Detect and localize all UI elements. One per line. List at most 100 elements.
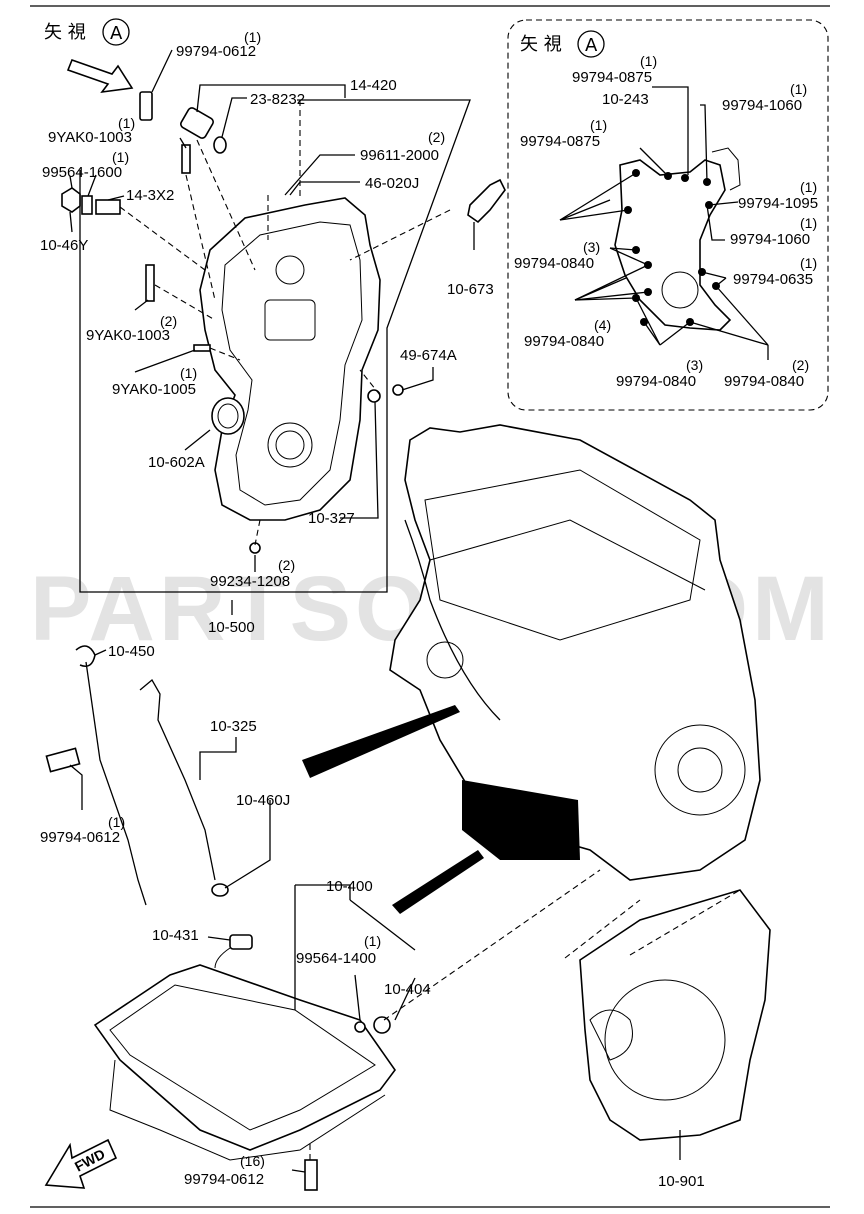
inset-bracket <box>711 147 741 191</box>
label-qty: (16) <box>240 1153 265 1169</box>
engine-head <box>424 469 701 641</box>
oil-pan-flange <box>109 984 376 1131</box>
dipstick-leaders <box>69 649 271 889</box>
label-part-number: 99794-0612 <box>184 1171 264 1188</box>
front-cover-port <box>275 255 305 285</box>
view-circle <box>102 18 130 46</box>
label-part-number: 99794-0840 <box>724 373 804 390</box>
dipstick-tube-10-460j <box>139 679 216 881</box>
front-cover-boss <box>264 299 316 341</box>
label-part-number: 99234-1208 <box>210 573 290 590</box>
label-part-number: 23-8232 <box>250 91 305 108</box>
oil-pan <box>93 964 396 1151</box>
label-part-number: 99794-0840 <box>524 333 604 350</box>
label-part-number: 46-020J <box>365 175 419 192</box>
label-qty: (1) <box>112 149 129 165</box>
label-part-number: 99611-2000 <box>360 147 439 164</box>
label-part-number: 10-450 <box>108 643 155 660</box>
label-part-number: 10-673 <box>447 281 494 298</box>
label-qty: (1) <box>244 29 261 45</box>
label-qty: (1) <box>180 365 197 381</box>
nut-10-46y <box>61 187 81 213</box>
pointer-arrow-cover <box>302 705 460 778</box>
part-labels: (1) 99794-0612 14-420 23-8232 (1) 9YAK0-… <box>40 29 705 1190</box>
inset-timing-cover <box>614 159 732 331</box>
label-part-number: 10-404 <box>384 981 431 998</box>
label-part-number: 49-674A <box>400 347 457 364</box>
label-qty: (3) <box>686 357 703 373</box>
label-qty: (1) <box>790 81 807 97</box>
oilpan-assembly-lines <box>309 869 601 1160</box>
label-qty: (1) <box>108 814 125 830</box>
dipstick-handle <box>75 645 96 668</box>
label-qty: (1) <box>640 53 657 69</box>
part-49-674a <box>392 384 404 396</box>
label-part-number: 14-420 <box>350 77 397 94</box>
inset-view-letter: A <box>585 35 598 56</box>
label-qty: (1) <box>118 115 135 131</box>
view-letter: A <box>110 23 123 44</box>
label-qty: (1) <box>590 117 607 133</box>
label-part-number: 10-901 <box>658 1173 705 1190</box>
washer-99564-1600 <box>81 195 93 215</box>
label-qty: (4) <box>594 317 611 333</box>
label-qty: (2) <box>792 357 809 373</box>
view-arrow-icon <box>66 58 134 94</box>
fwd-arrow: FWD <box>44 1138 118 1189</box>
label-part-number: 10-325 <box>210 718 257 735</box>
inset-view-circle <box>577 30 605 58</box>
stud-9yak0-1003-b <box>145 264 155 302</box>
front-cover-seal-bore <box>267 422 313 468</box>
inset-view-label: 矢 視 <box>520 34 562 55</box>
inset-frame <box>507 19 829 411</box>
oilpan-leaders <box>207 884 416 1173</box>
label-part-number: 99794-0635 <box>733 271 813 288</box>
stud-9yak0-1003 <box>181 144 191 174</box>
o-ring-tube <box>211 883 229 897</box>
label-qty: (1) <box>800 255 817 271</box>
label-part-number: 10-46Y <box>40 237 88 254</box>
label-part-number: 10-400 <box>326 878 373 895</box>
inset-leaders <box>559 86 769 360</box>
label-part-number: 10-460J <box>236 792 290 809</box>
gasket-10-673 <box>467 178 506 224</box>
dipstick-10-450 <box>85 661 147 906</box>
cover-assembly-lines <box>119 100 451 546</box>
label-part-number: 9YAK0-1005 <box>112 381 196 398</box>
inset-part-labels: (1) 99794-0875 10-243 (1) 99794-1060 (1)… <box>514 53 818 390</box>
label-qty: (1) <box>800 179 817 195</box>
pin-9yak0-1005 <box>193 344 211 352</box>
rear-plate <box>579 889 771 1141</box>
engine-oil-pan-area <box>462 780 580 860</box>
label-part-number: 99564-1600 <box>42 164 122 181</box>
label-part-number: 10-243 <box>602 91 649 108</box>
rear-plate-assembly-lines <box>564 889 741 959</box>
label-part-number: 99794-1060 <box>722 97 802 114</box>
label-part-number: 99794-0875 <box>572 69 652 86</box>
engine-rear-plate <box>654 724 746 816</box>
front-cover <box>199 197 381 521</box>
view-label: 矢 視 <box>44 22 86 43</box>
bolt-99794-0612-top <box>139 91 153 121</box>
label-part-number: 10-602A <box>148 454 205 471</box>
label-part-number: 10-327 <box>308 510 355 527</box>
label-part-number: 99794-0840 <box>514 255 594 272</box>
label-part-number: 10-431 <box>152 927 199 944</box>
label-part-number: 10-500 <box>208 619 255 636</box>
label-qty: (2) <box>160 313 177 329</box>
label-part-number: 99794-1095 <box>738 195 818 212</box>
oil-level-sensor <box>229 934 253 950</box>
label-qty: (1) <box>800 215 817 231</box>
oil-pan-sump <box>109 1059 386 1161</box>
rear-plate-bore <box>604 979 726 1101</box>
label-part-number: 99564-1400 <box>296 950 376 967</box>
label-qty: (1) <box>364 933 381 949</box>
label-part-number: 99794-0612 <box>176 43 256 60</box>
label-part-number: 99794-0612 <box>40 829 120 846</box>
label-qty: (2) <box>278 557 295 573</box>
label-part-number: 99794-0840 <box>616 373 696 390</box>
cover-group-bracket <box>79 99 471 593</box>
washer-99564-1400 <box>354 1021 366 1033</box>
label-qty: (2) <box>428 129 445 145</box>
bolt-99794-0612-bot <box>304 1159 318 1191</box>
